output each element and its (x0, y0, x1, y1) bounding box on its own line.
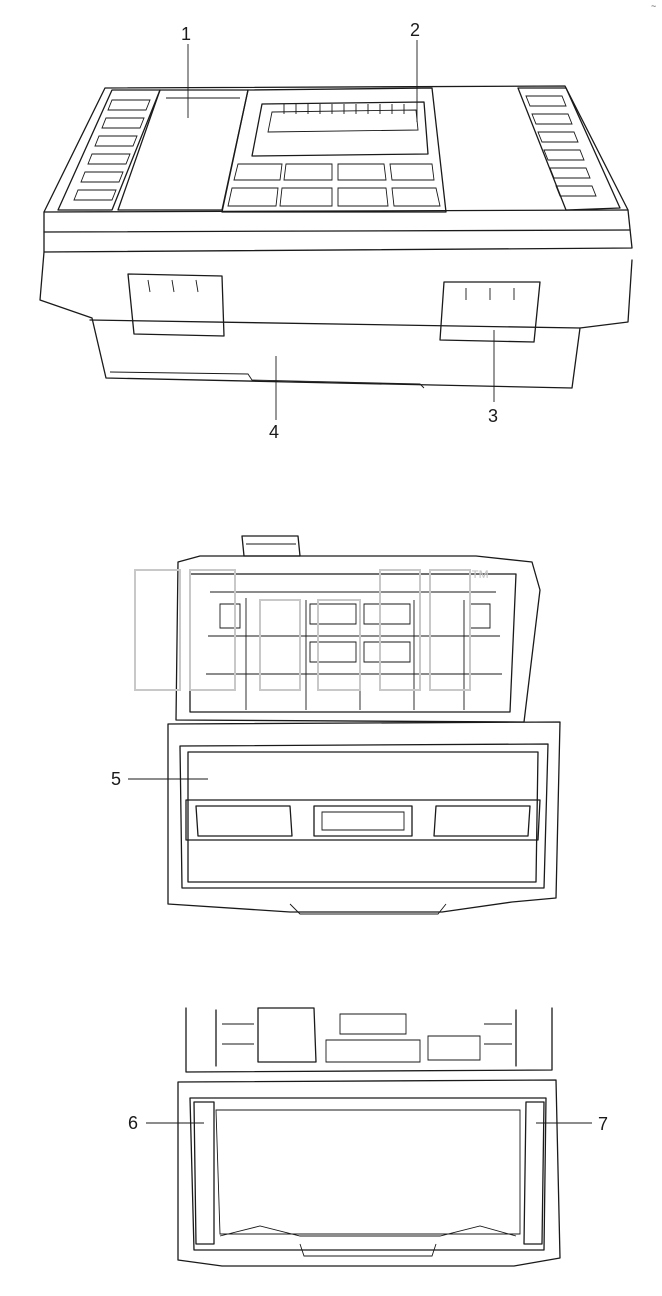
callout-7: 7 (536, 1114, 608, 1134)
callout-4: 4 (269, 356, 279, 442)
watermark-trademark: ™ (470, 567, 490, 589)
callout-label-5: 5 (111, 769, 121, 789)
callout-label-6: 6 (128, 1113, 138, 1133)
watermark: ™ (134, 567, 490, 691)
closed-toolbox-view (39, 85, 633, 389)
callout-label-1: 1 (181, 24, 191, 44)
callout-label-4: 4 (269, 422, 279, 442)
callout-label-3: 3 (488, 406, 498, 426)
callout-5: 5 (111, 769, 208, 789)
callout-2: 2 (410, 20, 420, 122)
callout-3: 3 (488, 330, 498, 426)
callout-label-7: 7 (598, 1114, 608, 1134)
open-toolbox-no-tray-view (177, 1007, 561, 1267)
corner-mark: ~ (651, 1, 656, 11)
callout-label-2: 2 (410, 20, 420, 40)
callout-6: 6 (128, 1113, 204, 1133)
callout-1: 1 (181, 24, 191, 118)
open-toolbox-with-tray-view (167, 535, 561, 915)
